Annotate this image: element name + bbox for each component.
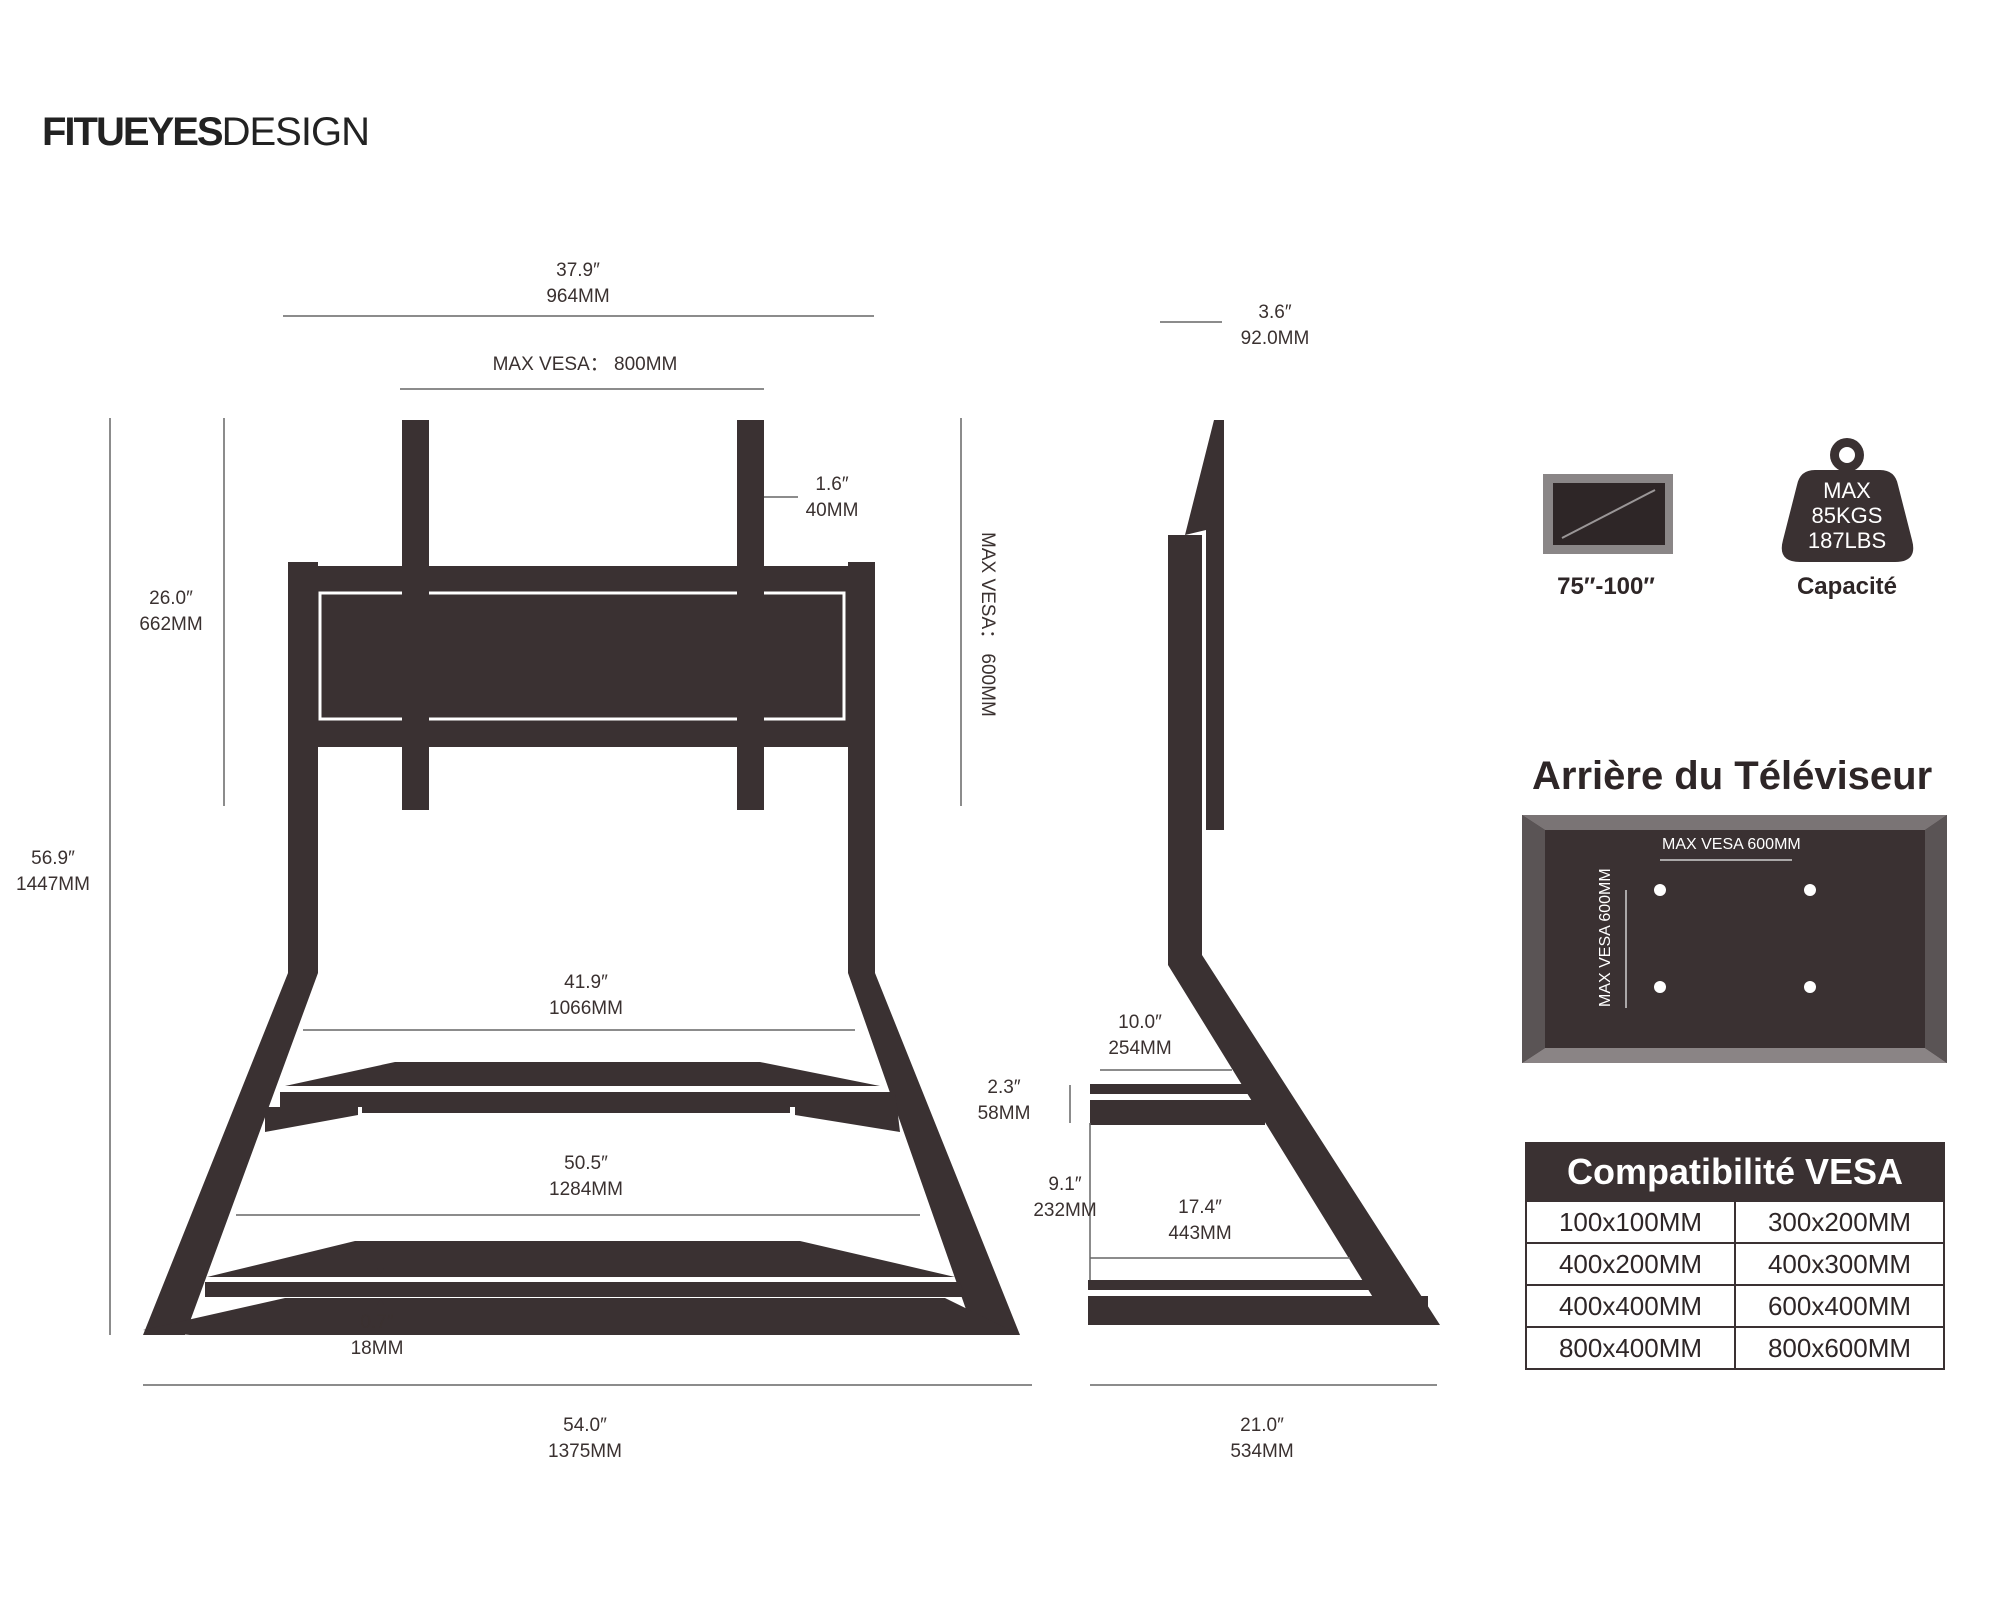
front-right-leg (848, 562, 1020, 1335)
table-cell: 800x400MM (1525, 1326, 1736, 1370)
dim-base-depth: 21.0″534MM (1230, 1415, 1294, 1462)
front-upper-shelf (285, 1062, 880, 1086)
dim-shelf-height: 2.3″58MM (977, 1077, 1031, 1124)
side-upper-shelf (1090, 1084, 1250, 1094)
weight-icon (1781, 438, 1914, 562)
screen-size-icon (1543, 474, 1673, 554)
table-row: 800x400MM 800x600MM (1525, 1326, 1945, 1370)
front-rail-left (402, 420, 429, 810)
dim-upper-shelf-width: 41.9″1066MM (549, 972, 623, 1019)
dim-shelf-thickness: 0.7″18MM (350, 1312, 404, 1359)
dim-overall-width: 37.9″964MM (546, 260, 610, 307)
tv-back-vesa-horizontal: MAX VESA 600MM (1662, 836, 1801, 853)
screen-size-label: 75″-100″ (1557, 573, 1655, 600)
table-cell: 400x200MM (1525, 1242, 1736, 1286)
capacity-label: Capacité (1796, 573, 1898, 600)
tv-back-vesa-vertical: MAX VESA 600MM (1597, 868, 1614, 1007)
side-lower-shelf (1088, 1280, 1386, 1290)
dim-base-width: 54.0″1375MM (548, 1415, 622, 1462)
dim-lower-shelf-width: 50.5″1284MM (549, 1153, 623, 1200)
table-row: 400x400MM 600x400MM (1525, 1284, 1945, 1328)
brand-logo: FITUEYESDESIGN (42, 110, 370, 154)
dim-upright-width: 1.6″40MM (805, 474, 859, 521)
table-row: 100x100MM 300x200MM (1525, 1200, 1945, 1244)
table-cell: 600x400MM (1734, 1284, 1945, 1328)
front-lower-shelf (207, 1241, 955, 1277)
logo-light: DESIGN (221, 110, 370, 154)
table-cell: 100x100MM (1525, 1200, 1736, 1244)
table-cell: 400x300MM (1734, 1242, 1945, 1286)
table-cell: 800x600MM (1734, 1326, 1945, 1370)
side-tv-tilt (1185, 420, 1224, 830)
table-cell: 300x200MM (1734, 1200, 1945, 1244)
front-rail-right (737, 420, 764, 810)
front-left-leg (143, 562, 318, 1335)
table-cell: 400x400MM (1525, 1284, 1736, 1328)
tv-back-title: Arrière du Téléviseur (1532, 754, 1933, 798)
side-upright-leg (1168, 535, 1440, 1325)
dim-bracket-height: 26.0″662MM (139, 588, 203, 635)
table-row: 400x200MM 400x300MM (1525, 1242, 1945, 1286)
dim-max-vesa-vertical: MAX VESA： 600MM (977, 532, 998, 717)
dim-total-height: 56.9″1447MM (16, 848, 90, 895)
vesa-compatibility-table: Compatibilité VESA 100x100MM 300x200MM 4… (1525, 1142, 1945, 1370)
dim-max-vesa-horizontal: MAX VESA： 800MM (492, 354, 678, 375)
logo-bold: FITUEYES (42, 110, 224, 154)
dim-upper-shelf-depth: 10.0″254MM (1108, 1012, 1172, 1059)
dim-tilt-depth: 3.6″92.0MM (1240, 302, 1310, 349)
weight-text: MAX 85KGS 187LBS (1807, 478, 1887, 553)
dim-lower-shelf-depth: 17.4″443MM (1168, 1197, 1232, 1244)
dim-shelf-gap: 9.1″232MM (1033, 1174, 1097, 1221)
vesa-table-title: Compatibilité VESA (1525, 1142, 1945, 1202)
tv-back-panel (1522, 815, 1947, 1063)
